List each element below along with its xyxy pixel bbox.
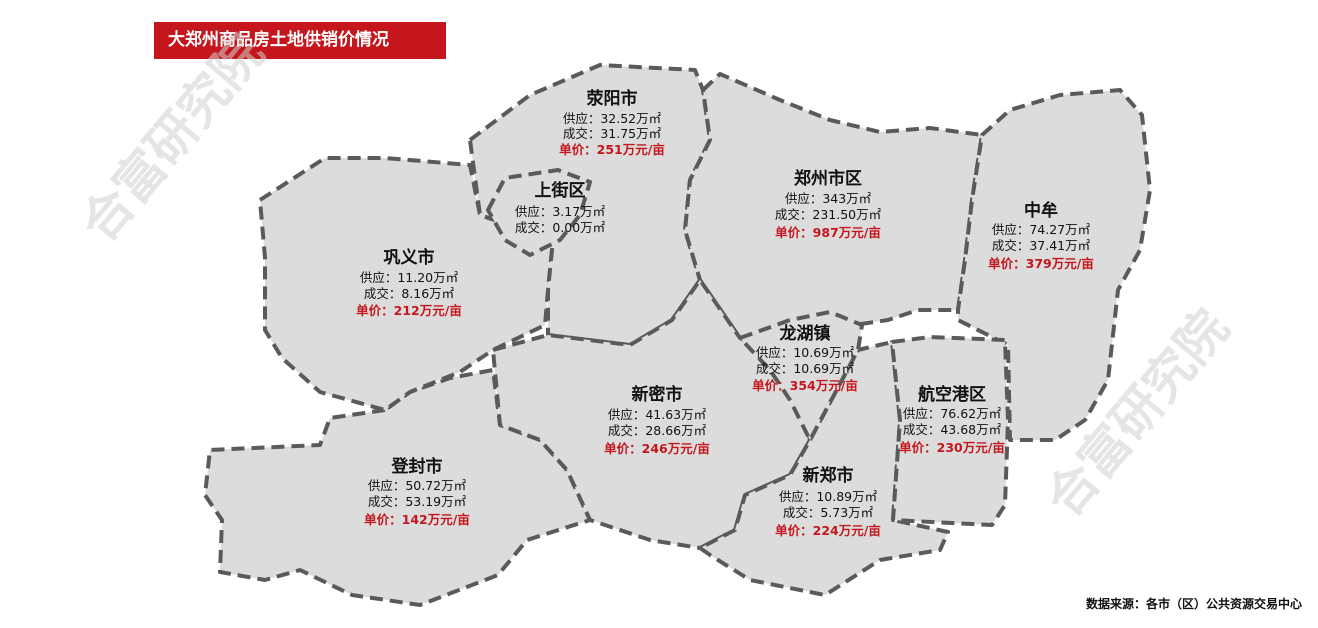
supply-xinmi: 供应：41.63万㎡ bbox=[608, 407, 707, 422]
region-zhongmu[interactable] bbox=[956, 88, 1152, 442]
price-xinmi: 单价：246万元/亩 bbox=[604, 441, 710, 456]
deal-dengfeng: 成交：53.19万㎡ bbox=[368, 494, 467, 509]
region-gongyi[interactable] bbox=[258, 156, 555, 412]
supply-zhengzhou: 供应：343万㎡ bbox=[785, 191, 872, 206]
price-gongyi: 单价：212万元/亩 bbox=[356, 303, 462, 318]
label-xinzheng: 新郑市 bbox=[803, 465, 854, 486]
deal-gongyi: 成交：8.16万㎡ bbox=[364, 286, 455, 301]
supply-zhongmu: 供应：74.27万㎡ bbox=[992, 222, 1091, 237]
label-xingyang: 荥阳市 bbox=[587, 88, 638, 109]
watermark-left: 合富研究院 bbox=[70, 24, 275, 253]
label-longhu: 龙湖镇 bbox=[779, 323, 831, 344]
label-zhongmu: 中牟 bbox=[1024, 200, 1058, 221]
price-hangkong: 单价：230万元/亩 bbox=[899, 440, 1005, 455]
region-xingyang[interactable] bbox=[468, 63, 712, 347]
deal-zhongmu: 成交：37.41万㎡ bbox=[992, 238, 1091, 253]
region-shangjie[interactable] bbox=[486, 168, 592, 257]
deal-xinmi: 成交：28.66万㎡ bbox=[608, 423, 707, 438]
price-dengfeng: 单价：142万元/亩 bbox=[364, 512, 470, 527]
price-longhu: 单价：354万元/亩 bbox=[752, 378, 858, 393]
label-hangkong: 航空港区 bbox=[918, 384, 986, 405]
price-xinzheng: 单价：224万元/亩 bbox=[775, 523, 881, 538]
price-xingyang: 单价：251万元/亩 bbox=[559, 142, 665, 157]
deal-shangjie: 成交：0.00万㎡ bbox=[515, 220, 606, 235]
price-zhongmu: 单价：379万元/亩 bbox=[988, 256, 1094, 271]
supply-gongyi: 供应：11.20万㎡ bbox=[360, 270, 459, 285]
region-hangkong[interactable] bbox=[890, 335, 1010, 527]
deal-zhengzhou: 成交：231.50万㎡ bbox=[775, 207, 882, 222]
deal-hangkong: 成交：43.68万㎡ bbox=[903, 422, 1002, 437]
region-longhu[interactable] bbox=[738, 310, 864, 442]
label-gongyi: 巩义市 bbox=[384, 247, 435, 268]
supply-shangjie: 供应：3.17万㎡ bbox=[515, 204, 606, 219]
label-shangjie: 上街区 bbox=[535, 180, 586, 201]
supply-dengfeng: 供应：50.72万㎡ bbox=[368, 478, 467, 493]
region-zhengzhou[interactable] bbox=[683, 72, 984, 340]
supply-hangkong: 供应：76.62万㎡ bbox=[903, 406, 1002, 421]
deal-longhu: 成交：10.69万㎡ bbox=[756, 361, 855, 376]
map-title: 大郑州商品房土地供销价情况 bbox=[154, 22, 446, 59]
supply-xingyang: 供应：32.52万㎡ bbox=[563, 111, 662, 126]
label-xinmi: 新密市 bbox=[632, 384, 683, 405]
supply-xinzheng: 供应：10.89万㎡ bbox=[779, 489, 878, 504]
deal-xinzheng: 成交：5.73万㎡ bbox=[783, 505, 874, 520]
label-dengfeng: 登封市 bbox=[391, 456, 443, 477]
price-zhengzhou: 单价：987万元/亩 bbox=[775, 225, 881, 240]
region-xinzheng[interactable] bbox=[698, 340, 950, 597]
deal-xingyang: 成交：31.75万㎡ bbox=[563, 126, 662, 141]
data-source-note: 数据来源：各市（区）公共资源交易中心 bbox=[1085, 597, 1302, 611]
region-dengfeng[interactable] bbox=[203, 368, 592, 607]
supply-longhu: 供应：10.69万㎡ bbox=[756, 345, 855, 360]
label-zhengzhou: 郑州市区 bbox=[794, 168, 862, 189]
